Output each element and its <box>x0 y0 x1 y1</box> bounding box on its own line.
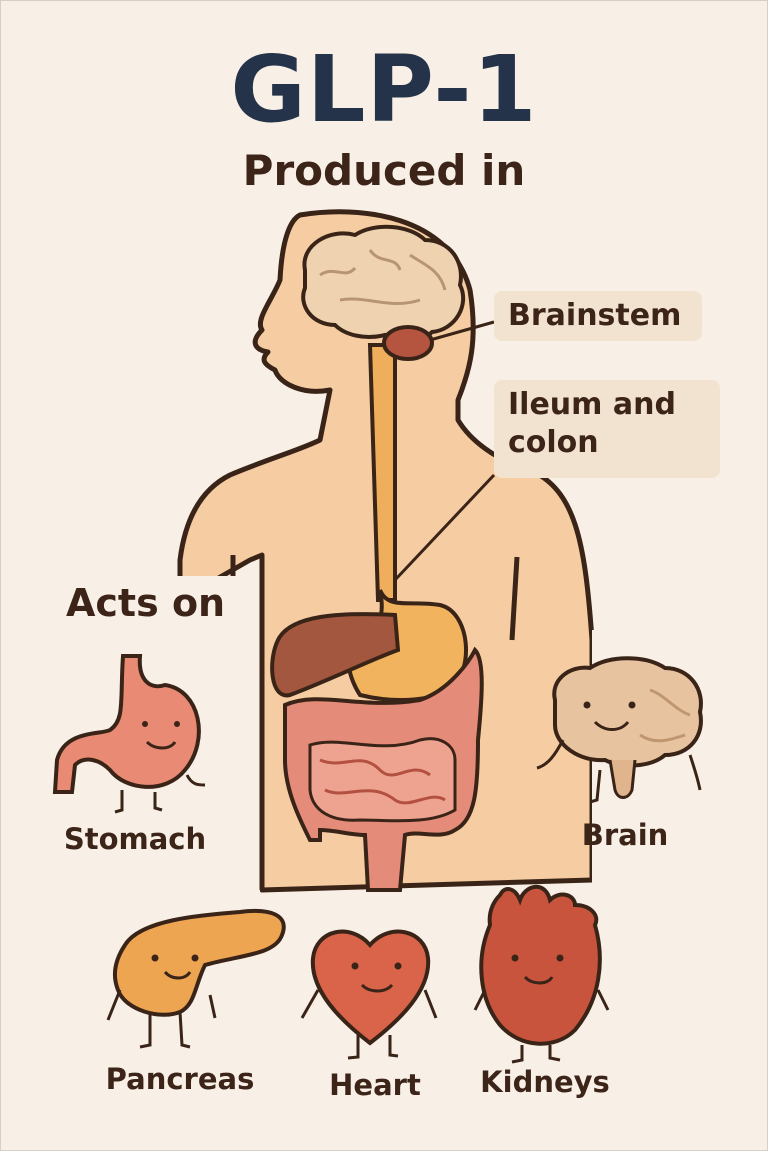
pancreas-label: Pancreas <box>105 1062 255 1096</box>
ileum-colon-callout: Ileum and colon <box>494 380 720 478</box>
brain-in-head-icon <box>301 224 466 602</box>
stomach-character-icon <box>52 654 206 814</box>
heart-label: Heart <box>329 1068 421 1102</box>
produced-in-heading: Produced in <box>242 146 526 195</box>
brainstem-callout: Brainstem <box>494 291 702 341</box>
heart-character-icon <box>300 929 438 1060</box>
stomach-label: Stomach <box>63 822 207 856</box>
liver-icon <box>270 612 401 698</box>
ileum-connector <box>393 473 496 582</box>
kidneys-label: Kidneys <box>480 1065 610 1099</box>
pancreas-character-icon <box>106 908 286 1049</box>
brain-character-icon <box>536 656 703 804</box>
page-title: GLP-1 <box>230 36 538 143</box>
small-intestine-icon <box>308 737 457 823</box>
kidneys-character-icon <box>473 884 610 1064</box>
brainstem-connector <box>429 320 495 342</box>
acts-on-heading: Acts on <box>54 576 246 630</box>
brain-label: Brain <box>581 818 669 852</box>
